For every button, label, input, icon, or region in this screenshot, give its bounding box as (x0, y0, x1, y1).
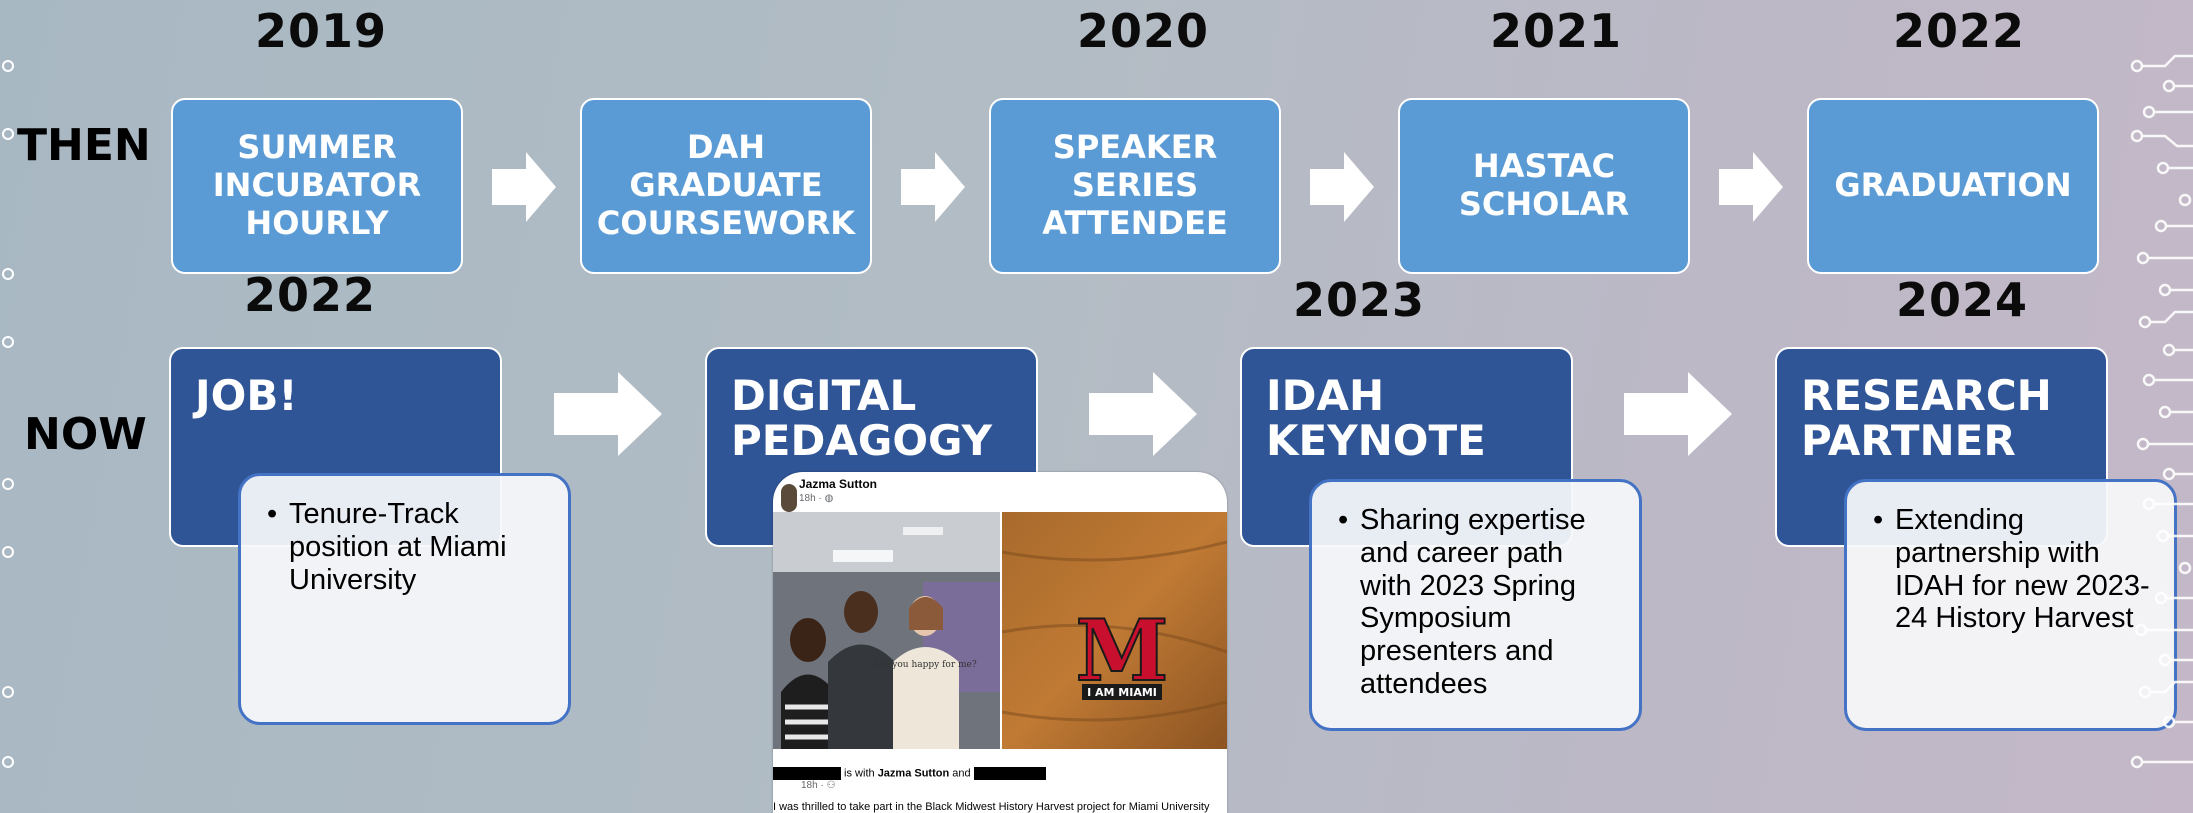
then-year-2020: 2020 (1077, 4, 1210, 58)
post-photo-pin: M I AM MIAMI (1002, 512, 1227, 749)
shirt-text: Are you happy for me? (872, 660, 977, 670)
then-step-speaker-series: SPEAKER SERIES ATTENDEE (989, 98, 1281, 274)
callout-job-text: Tenure-Track position at Miami Universit… (289, 498, 507, 596)
then-year-2021: 2021 (1490, 4, 1623, 58)
callout-idah-keynote-text: Sharing expertise and career path with 2… (1360, 504, 1586, 700)
then-label: THEN (17, 120, 151, 171)
callout-job: • Tenure-Track position at Miami Univers… (238, 473, 571, 725)
circuit-decoration-right (2130, 54, 2193, 769)
social-post-screenshot: Jazma Sutton 18h · ◍ Are you happy for m… (773, 472, 1227, 813)
then-step-dah-coursework: DAH GRADUATE COURSEWORK (580, 98, 872, 274)
now-year-2023: 2023 (1293, 273, 1426, 327)
arrow-right-icon (492, 152, 556, 222)
callout-research-partner-text: Extending partnership with IDAH for new … (1895, 504, 2150, 635)
share-time: 18h · ⚇ (801, 780, 836, 791)
redacted-name (973, 767, 1046, 780)
arrow-right-icon (1310, 152, 1374, 222)
arrow-right-icon (554, 372, 662, 456)
post-caption: I was thrilled to take part in the Black… (773, 801, 1210, 813)
arrow-right-icon (1719, 152, 1783, 222)
then-step-summer-incubator: SUMMER INCUBATOR HOURLY (171, 98, 463, 274)
arrow-right-icon (901, 152, 965, 222)
post-share-line: is with Jazma Sutton and 18h · ⚇ (773, 767, 1227, 791)
bullet-icon: • (267, 498, 278, 530)
then-step-graduation: GRADUATION (1807, 98, 2099, 274)
post-time: 18h · ◍ (799, 493, 834, 504)
post-author: Jazma Sutton (799, 477, 878, 491)
now-year-2022: 2022 (244, 268, 377, 322)
then-step-hastac: HASTAC SCHOLAR (1398, 98, 1690, 274)
bullet-icon: • (1873, 504, 1884, 536)
globe-icon: ◍ (824, 493, 834, 504)
arrow-right-icon (1624, 372, 1732, 456)
pin-text: I AM MIAMI (1087, 686, 1157, 699)
tagged-name: Jazma Sutton (877, 767, 950, 780)
redacted-name (773, 767, 841, 780)
post-header: Jazma Sutton 18h · ◍ (773, 472, 1227, 512)
arrow-right-icon (1089, 372, 1197, 456)
circuit-decoration-left (2, 60, 14, 768)
callout-idah-keynote: • Sharing expertise and career path with… (1309, 479, 1642, 731)
now-year-2024: 2024 (1896, 273, 2029, 327)
callout-research-partner: • Extending partnership with IDAH for ne… (1844, 479, 2177, 731)
post-photo-group: Are you happy for me? (773, 512, 1000, 749)
friends-icon: ⚇ (826, 780, 836, 791)
bullet-icon: • (1338, 504, 1349, 536)
now-label: NOW (24, 409, 147, 460)
then-year-2019: 2019 (255, 4, 388, 58)
avatar (781, 484, 797, 512)
then-year-2022: 2022 (1893, 4, 2026, 58)
